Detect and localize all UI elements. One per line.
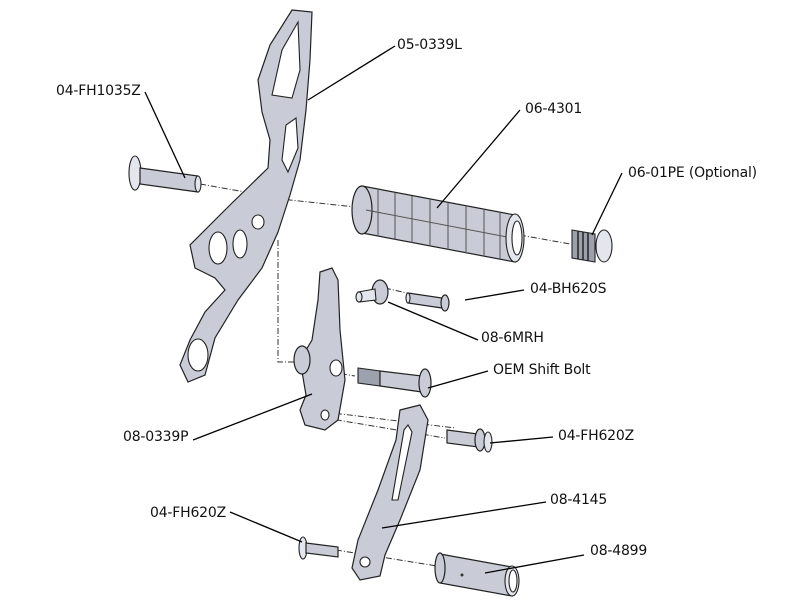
part-button-head-screw[interactable] xyxy=(405,292,450,312)
leader-06-01PE xyxy=(591,172,623,236)
leader-04-FH1035Z xyxy=(144,91,186,179)
axis-footpeg xyxy=(199,183,356,208)
part-footpeg[interactable] xyxy=(351,185,525,263)
axis-rodend xyxy=(384,287,421,297)
part-shift-pivot[interactable] xyxy=(293,267,346,431)
callout-08-4899: 08-4899 xyxy=(590,543,648,559)
leader-08-4145 xyxy=(381,501,547,529)
callout-04-BH620S: 04-BH620S xyxy=(530,281,607,297)
axis-vertical xyxy=(277,240,295,363)
leader-08-0339P xyxy=(192,393,313,441)
leader-04-FH620Z-lower xyxy=(229,511,303,543)
callout-06-4301: 06-4301 xyxy=(525,101,583,117)
leader-05-0339L xyxy=(307,45,396,101)
part-rod-end[interactable] xyxy=(355,279,389,305)
axis-upper-screw-1 xyxy=(324,411,456,429)
leader-08-4899 xyxy=(484,554,585,574)
callout-05-0339L: 05-0339L xyxy=(397,37,462,53)
callout-08-6MRH: 08-6MRH xyxy=(481,330,544,346)
part-shift-peg[interactable] xyxy=(434,552,520,597)
part-footpeg-bolt[interactable] xyxy=(128,155,202,193)
axis-lower-screw xyxy=(335,549,356,554)
callout-04-FH1035Z: 04-FH1035Z xyxy=(56,83,141,99)
callout-06-01PE: 06-01PE (Optional) xyxy=(628,165,757,181)
part-shift-bolt[interactable] xyxy=(357,367,432,398)
part-footpeg-end-plug[interactable] xyxy=(571,229,613,263)
leader-OEM-shift-bolt xyxy=(427,370,489,389)
callout-OEM-shift-bolt: OEM Shift Bolt xyxy=(493,362,591,378)
part-lower-flat-head-screw[interactable] xyxy=(298,536,339,560)
part-rearset-bracket[interactable] xyxy=(179,9,313,383)
axis-peg xyxy=(374,555,438,567)
leader-lines xyxy=(144,45,623,574)
callout-08-4145: 08-4145 xyxy=(550,492,608,508)
leader-04-BH620S xyxy=(464,289,525,301)
callout-04-FH620Z-lower: 04-FH620Z xyxy=(150,505,226,521)
part-upper-flat-head-screw[interactable] xyxy=(446,428,493,453)
part-shift-lever[interactable] xyxy=(351,404,429,581)
leader-08-6MRH xyxy=(387,301,479,341)
leader-04-FH620Z-upper xyxy=(489,436,554,444)
axis-plug xyxy=(519,234,571,245)
leader-06-4301 xyxy=(436,109,521,209)
callout-04-FH620Z-upper: 04-FH620Z xyxy=(558,428,634,444)
callout-08-0339P: 08-0339P xyxy=(123,429,189,445)
